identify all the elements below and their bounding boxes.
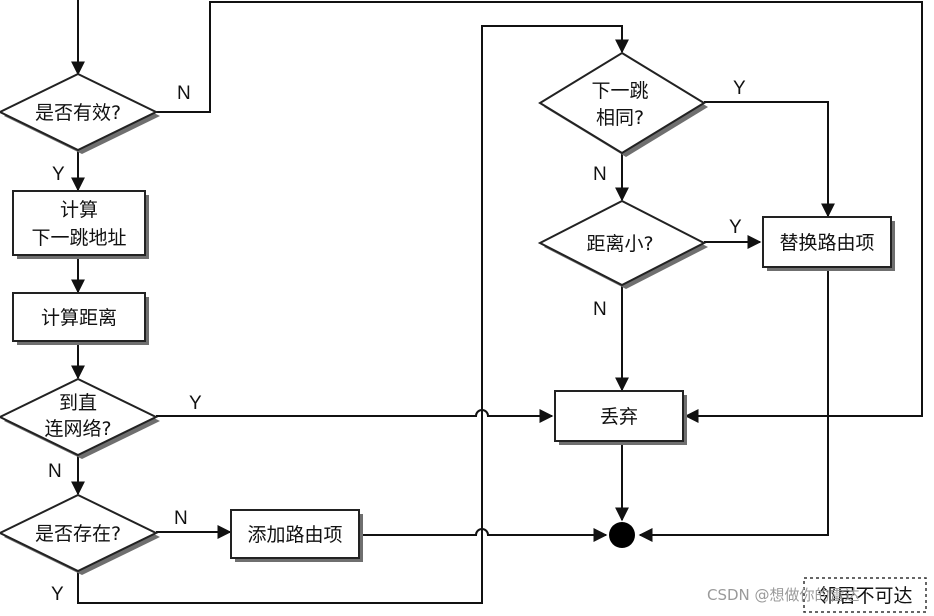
neighbor-unreachable-text: 邻居不可达 (817, 585, 912, 607)
process-replace-route: 替换路由项 (762, 216, 895, 271)
discard-text: 丢弃 (600, 406, 638, 428)
watermark-text: CSDN @想做你的雷达 (707, 586, 860, 604)
distance-smaller-text: 距离小? (586, 233, 653, 255)
edge-add-to-end (362, 528, 608, 542)
label-smaller-yes: Y (729, 217, 742, 238)
label-valid-no: N (177, 83, 191, 104)
decision-valid: 是否有效? (0, 72, 160, 154)
decision-direct-net: 到直 连网络? (0, 377, 160, 459)
edge-valid-no (156, 1, 923, 423)
process-calc-distance: 计算距离 (12, 292, 149, 345)
label-same-no: N (593, 164, 607, 185)
calc-next-hop-line2: 下一跳地址 (31, 227, 126, 249)
label-same-yes: Y (733, 78, 746, 99)
label-smaller-no: N (593, 299, 607, 320)
process-add-route: 添加路由项 (230, 509, 363, 562)
calc-distance-text: 计算距离 (41, 307, 117, 329)
neighbor-unreachable-note: 邻居不可达 (803, 577, 927, 613)
direct-net-line1: 到直 (59, 392, 97, 414)
process-discard: 丢弃 (554, 390, 687, 445)
edge-replace-to-end (638, 268, 829, 542)
same-next-hop-line1: 下一跳 (591, 80, 648, 102)
add-route-text: 添加路由项 (247, 524, 342, 546)
same-next-hop-line2: 相同? (596, 107, 644, 129)
label-direct-no: N (48, 461, 62, 482)
label-exists-yes: Y (51, 584, 64, 605)
label-exists-no: N (174, 508, 188, 529)
calc-next-hop-line1: 计算 (60, 199, 98, 221)
label-direct-yes: Y (189, 393, 202, 414)
replace-route-text: 替换路由项 (779, 232, 874, 254)
decision-same-next-hop: 下一跳 相同? (538, 51, 708, 157)
direct-net-line2: 连网络? (44, 418, 111, 440)
edge-same-yes (704, 101, 835, 218)
process-calc-next-hop: 计算 下一跳地址 (12, 190, 149, 259)
decision-exists-text: 是否存在? (35, 523, 121, 545)
decision-exists: 是否存在? (0, 493, 160, 575)
label-valid-yes: Y (52, 164, 65, 185)
edge-exists-yes (77, 25, 629, 604)
terminal-end (609, 522, 635, 548)
decision-valid-text: 是否有效? (35, 102, 121, 124)
edge-direct-yes (156, 409, 554, 423)
decision-distance-smaller: 距离小? (537, 199, 708, 289)
